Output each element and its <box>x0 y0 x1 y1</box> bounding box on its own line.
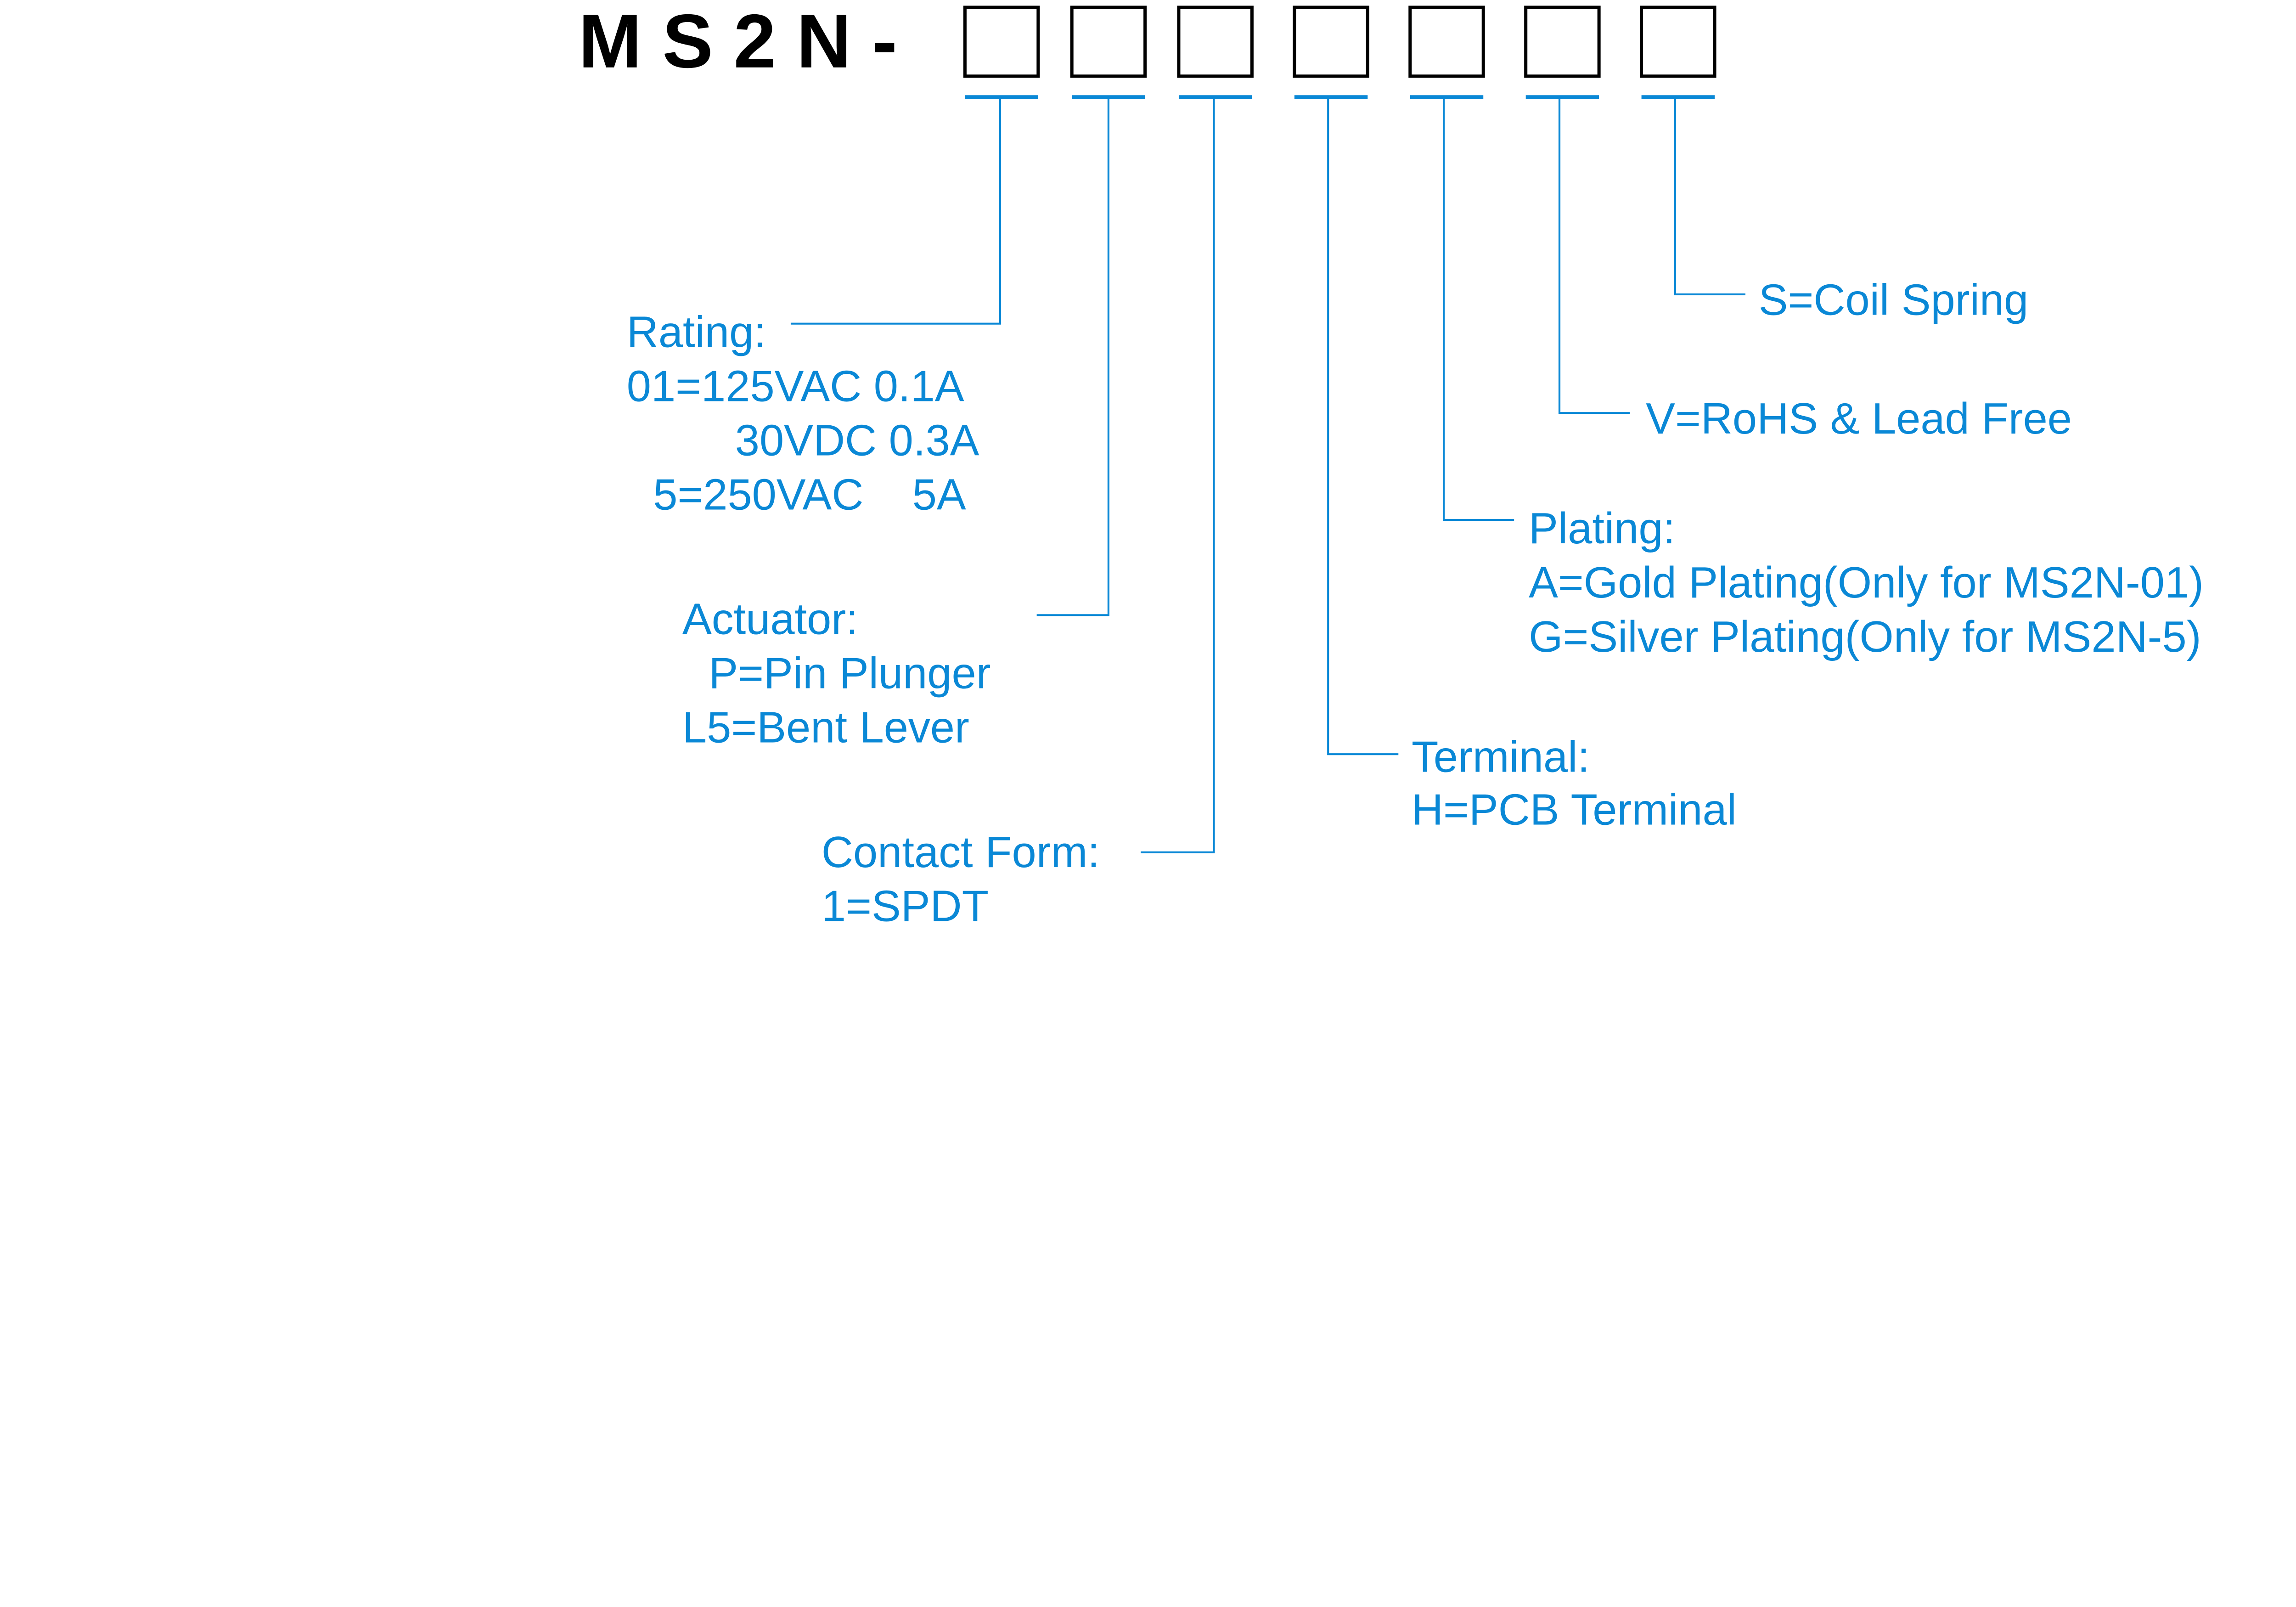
slot-underlines <box>965 95 1715 99</box>
terminal-label: Terminal: <box>1412 732 1590 781</box>
part-number-prefix: MS2N- <box>579 0 918 84</box>
code-slots <box>963 6 1716 78</box>
plating-option: G=Silver Plating(Only for MS2N-5) <box>1529 612 2201 661</box>
actuator-label: Actuator: <box>682 595 858 644</box>
underline <box>1178 95 1252 99</box>
leader-actuator <box>1036 98 1109 616</box>
contact-form-label: Contact Form: <box>822 828 1100 877</box>
rohs-option: V=RoHS & Lead Free <box>1646 394 2072 443</box>
slot-box-spring <box>1640 6 1716 78</box>
rating-legend: Rating: 01=125VAC 0.1A 30VDC 0.3A 5=250V… <box>627 308 979 519</box>
underline <box>1410 95 1484 99</box>
rating-option: 30VDC 0.3A <box>735 416 979 465</box>
leader-terminal <box>1327 98 1399 756</box>
rating-option: 01=125VAC 0.1A <box>627 362 964 411</box>
slot-box-terminal <box>1293 6 1369 78</box>
underline <box>965 95 1038 99</box>
leader-rohs <box>1558 98 1630 414</box>
underline <box>1525 95 1599 99</box>
plating-legend: Plating: A=Gold Plating(Only for MS2N-01… <box>1529 504 2204 661</box>
slot-box-rating <box>963 6 1040 78</box>
underline <box>1294 95 1368 99</box>
rating-option: 5=250VAC 5A <box>653 470 966 519</box>
slot-box-actuator <box>1070 6 1147 78</box>
leader-lines <box>790 98 1746 853</box>
leader-contact-form <box>1141 98 1215 853</box>
actuator-legend: Actuator: P=Pin Plunger L5=Bent Lever <box>682 595 991 752</box>
terminal-legend: Terminal: H=PCB Terminal <box>1412 732 1737 834</box>
spring-option: S=Coil Spring <box>1759 276 2029 325</box>
underline <box>1072 95 1145 99</box>
part-number-diagram: MS2N- Rating: 01=125VAC 0.1A 30VDC 0.3A … <box>579 0 2204 931</box>
slot-box-plating <box>1408 6 1485 78</box>
plating-label: Plating: <box>1529 504 1675 553</box>
slot-box-rohs <box>1524 6 1601 78</box>
contact-form-option: 1=SPDT <box>822 882 989 931</box>
leader-rating <box>790 98 1002 325</box>
underline <box>1641 95 1715 99</box>
leader-spring <box>1674 98 1746 296</box>
contact-form-legend: Contact Form: 1=SPDT <box>822 828 1100 931</box>
leader-plating <box>1443 98 1514 521</box>
actuator-option: L5=Bent Lever <box>682 703 969 752</box>
actuator-option: P=Pin Plunger <box>709 649 990 698</box>
rating-label: Rating: <box>627 308 766 357</box>
terminal-option: H=PCB Terminal <box>1412 785 1737 834</box>
plating-option: A=Gold Plating(Only for MS2N-01) <box>1529 558 2204 607</box>
slot-box-contact-form <box>1177 6 1254 78</box>
